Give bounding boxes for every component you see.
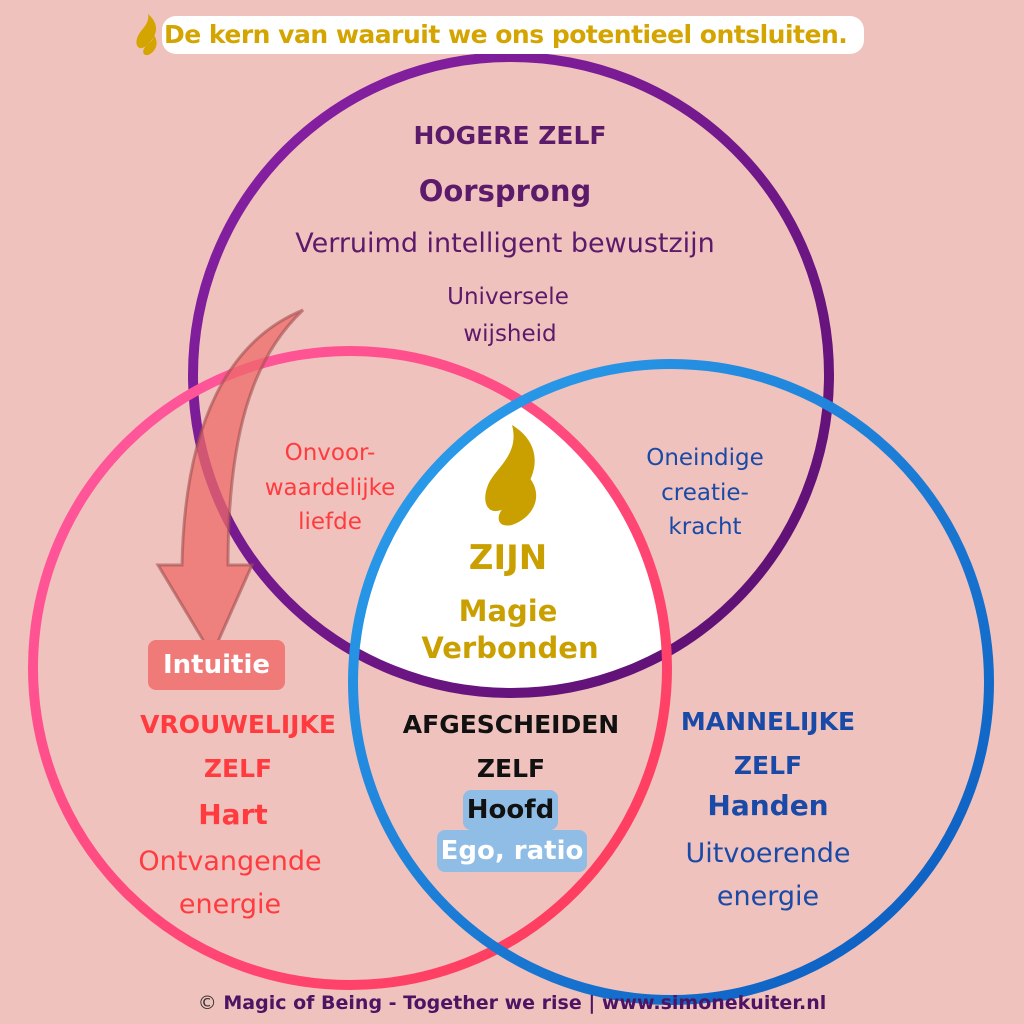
female-self-line2: energie — [178, 889, 282, 921]
center-line2: Verbonden — [421, 631, 599, 665]
higher-self-heading: HOGERE ZELF — [413, 121, 607, 150]
higher-self-line3: wijsheid — [463, 321, 557, 347]
female-self-line1: Ontvangende — [138, 846, 322, 877]
male-self-line1: Uitvoerende — [685, 838, 851, 869]
higher-self-line2: Universele — [447, 284, 569, 310]
higher-self-line1: Verruimd intelligent bewustzijn — [295, 228, 715, 259]
copyright-icon: © — [197, 992, 217, 1014]
ego-ratio-label: Ego, ratio — [437, 830, 587, 872]
male-self-heading2: ZELF — [733, 750, 803, 780]
female-self-desc: Ontvangende energie — [138, 840, 321, 926]
female-self-subheading: Hart — [198, 798, 268, 831]
overlap-left-line3: liefde — [298, 509, 362, 535]
higher-self-circle — [188, 52, 834, 698]
male-self-line2: energie — [716, 881, 820, 913]
intuition-arrow — [155, 308, 305, 659]
center-heading: ZIJN — [468, 538, 548, 578]
male-self-circle — [348, 359, 994, 1005]
overlap-left-line2: waardelijke — [264, 474, 396, 501]
female-self-heading1: VROUWELIJKE — [140, 710, 336, 739]
separate-self-heading1: AFGESCHEIDEN — [402, 710, 620, 739]
male-self-heading: MANNELIJKE ZELF — [681, 700, 855, 788]
overlap-left-line1: Onvoor- — [284, 440, 376, 466]
overlap-left-text: Onvoor- waardelijke liefde — [265, 436, 396, 540]
separate-self-heading2: ZELF — [476, 753, 546, 783]
footer: © Magic of Being - Together we rise | ww… — [0, 992, 1024, 1014]
higher-self-subheading: Oorsprong — [418, 174, 592, 208]
title-flame-icon — [136, 14, 157, 56]
intuition-label: Intuitie — [148, 640, 285, 690]
center-line1: Magie — [458, 594, 558, 628]
overlap-right-text: Oneindige creatie- kracht — [646, 441, 764, 545]
footer-text: Magic of Being - Together we rise | www.… — [223, 992, 827, 1014]
head-label: Hoofd — [463, 790, 558, 830]
overlap-right-line1: Oneindige — [646, 445, 764, 471]
separate-self-heading: AFGESCHEIDEN ZELF — [403, 703, 619, 791]
male-self-heading1: MANNELIJKE — [680, 707, 856, 736]
female-self-circle — [28, 346, 672, 990]
male-self-desc: Uitvoerende energie — [686, 832, 851, 918]
male-self-subheading: Handen — [707, 789, 829, 822]
female-self-heading: VROUWELIJKE ZELF — [140, 703, 336, 791]
overlap-right-line2: creatie- — [661, 479, 749, 506]
overlap-right-line3: kracht — [668, 514, 742, 540]
female-self-heading2: ZELF — [203, 753, 273, 783]
flame-icon — [485, 425, 537, 526]
page-title: De kern van waaruit we ons potentieel on… — [162, 16, 864, 54]
